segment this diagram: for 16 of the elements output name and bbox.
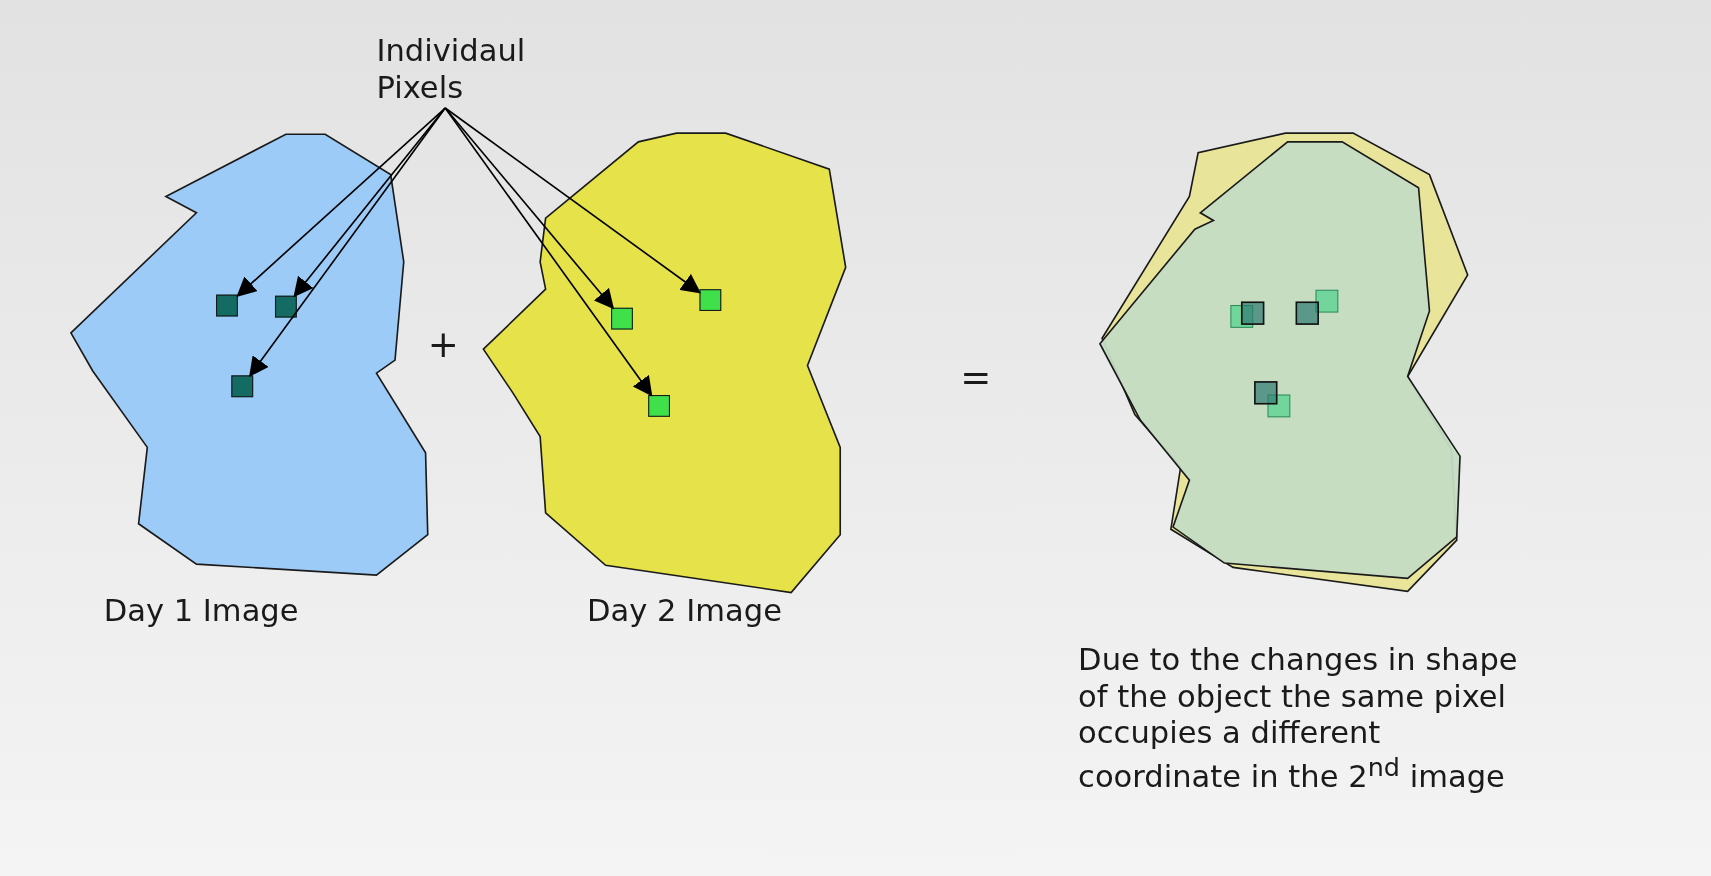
leader-arrow bbox=[249, 107, 447, 377]
pixel-square bbox=[648, 395, 670, 417]
leader-arrow bbox=[444, 107, 702, 294]
pixel-square bbox=[275, 295, 297, 318]
pixel-square bbox=[699, 289, 722, 311]
leader-arrow bbox=[236, 107, 447, 297]
image-caption: Day 1 Image bbox=[103, 592, 299, 630]
operator-sign: + bbox=[427, 321, 459, 367]
pixel-square bbox=[231, 375, 254, 398]
callout-text: Individaul Pixels bbox=[376, 32, 527, 107]
pixel-square bbox=[611, 307, 633, 330]
pixel-square bbox=[216, 294, 238, 317]
image-caption: Day 2 Image bbox=[587, 592, 782, 630]
leader-arrow bbox=[444, 107, 653, 397]
caption-text: Due to the changes in shape of the object the same pixel occupies a different coordinate in the 2$^{nd}$ image bbox=[1078, 641, 1519, 796]
operator-sign: = bbox=[960, 354, 992, 400]
